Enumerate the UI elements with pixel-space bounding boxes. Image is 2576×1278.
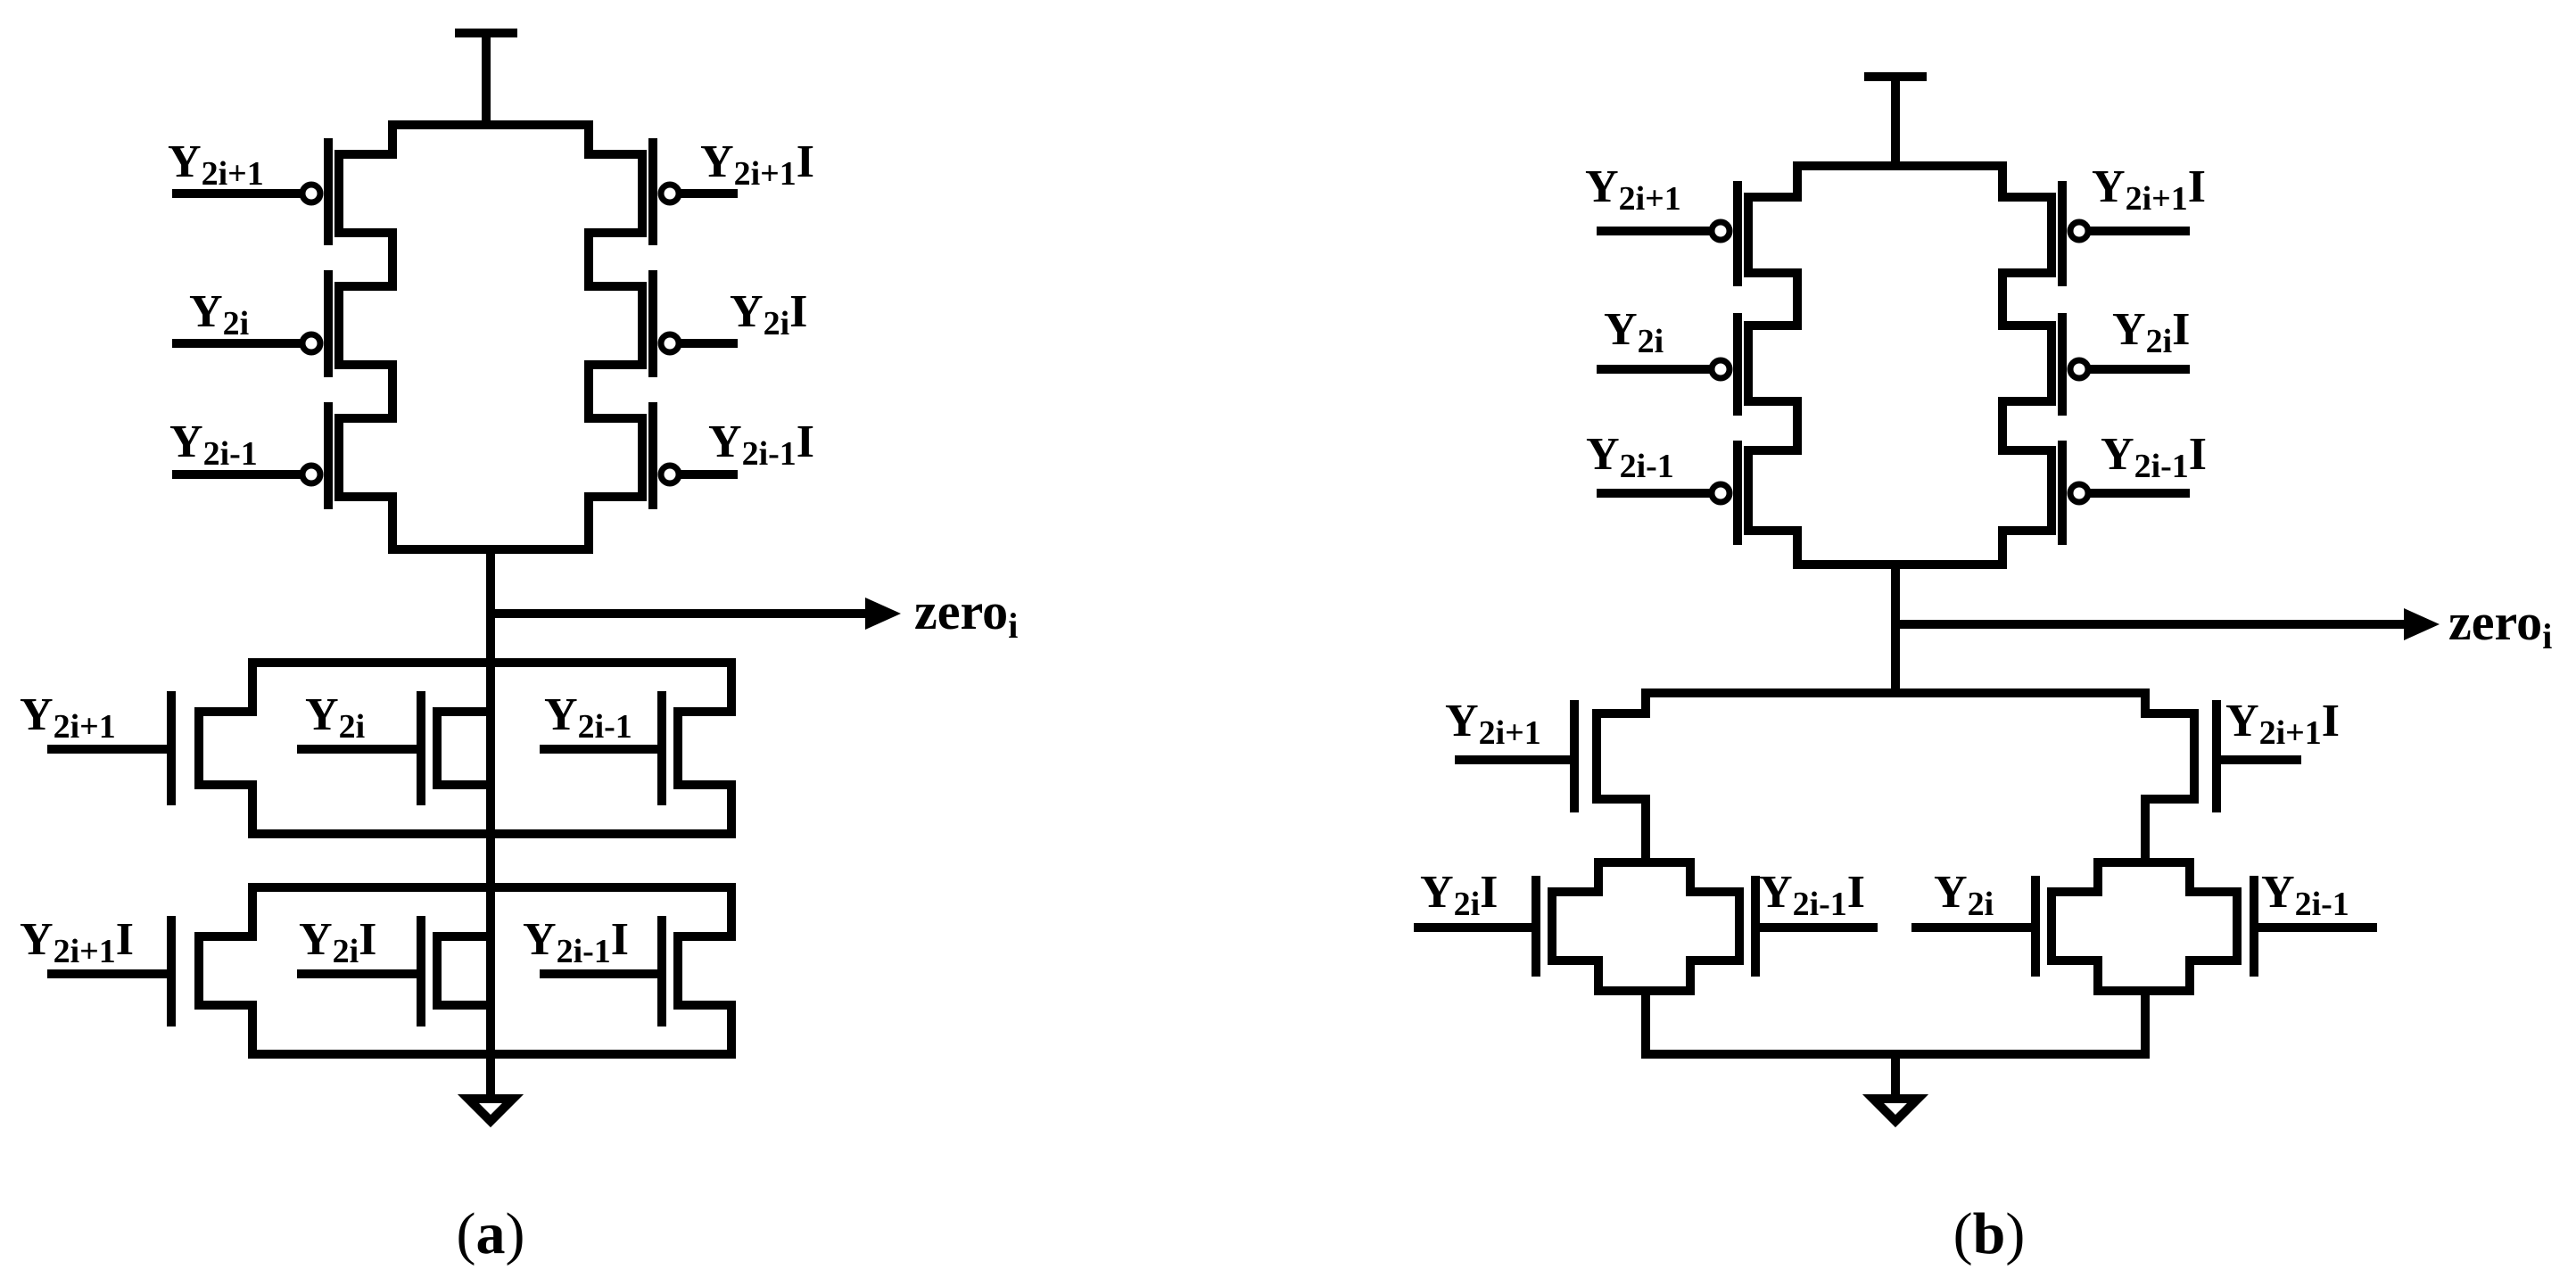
pmos-bubbles-b <box>1708 218 2092 506</box>
nmos-row2-a <box>47 883 736 1059</box>
nmos-lower-right-label-1-b: Y2i <box>1934 867 1994 923</box>
output-label-a: zeroi <box>914 582 1018 646</box>
pmos-bubbles-a <box>299 181 682 487</box>
nmos-row1-label-1-a: Y2i+1 <box>20 689 116 746</box>
nmos-row1-label-2-a: Y2i <box>305 689 365 746</box>
pmos-network-b <box>1597 161 2190 569</box>
nmos-upper-label-1-b: Y2i+1 <box>1445 696 1541 752</box>
ground-symbol-b <box>1862 1094 1929 1128</box>
vdd-symbol-b <box>1864 72 1927 170</box>
nmos-upper-b <box>1455 688 2301 867</box>
ground-symbol-a <box>457 1094 524 1128</box>
pmos-left-label-1-a: Y2i+1 <box>168 136 264 193</box>
nmos-lower-right-label-2-b: Y2i-1 <box>2261 867 2349 923</box>
nmos-row1-label-3-a: Y2i-1 <box>544 689 632 746</box>
pmos-left-label-2-b: Y2i <box>1604 304 1664 360</box>
labels-b: Y2i+1 Y2i Y2i-1 Y2i+1I Y2iI Y2i-1I zeroi… <box>1420 161 2552 1266</box>
pmos-right-label-3-a: Y2i-1I <box>708 416 814 473</box>
nmos-lower-right-b <box>1911 858 2377 1059</box>
bottom-rail-b <box>1641 1050 2150 1103</box>
caption-b: (b) <box>1953 1201 2026 1266</box>
labels-a: Y2i+1 Y2i Y2i-1 Y2i+1I Y2iI Y2i-1I zeroi… <box>20 136 1018 1266</box>
nmos-row2-label-3-a: Y2i-1I <box>523 914 629 970</box>
nmos-lower-left-b <box>1414 858 1878 1059</box>
nmos-lower-left-label-2-b: Y2i-1I <box>1759 867 1865 923</box>
nmos-upper-label-2-b: Y2i+1I <box>2225 696 2340 752</box>
pmos-right-label-1-a: Y2i+1I <box>700 136 814 193</box>
panel-a <box>47 29 901 1128</box>
pmos-right-label-2-a: Y2iI <box>730 286 807 342</box>
output-wire-b <box>1891 560 2413 697</box>
output-label-b: zeroi <box>2448 593 2552 656</box>
pmos-left-label-3-b: Y2i-1 <box>1586 429 1674 485</box>
output-arrowhead-a <box>865 598 901 630</box>
pmos-right-label-3-b: Y2i-1I <box>2101 429 2207 485</box>
caption-a: (a) <box>457 1201 525 1266</box>
nmos-row1-a <box>47 658 736 838</box>
vdd-symbol-a <box>455 29 517 129</box>
output-arrowhead-b <box>2404 608 2440 640</box>
pmos-left-label-1-b: Y2i+1 <box>1585 161 1681 218</box>
nmos-row2-label-1-a: Y2i+1I <box>20 914 134 970</box>
nmos-lower-left-label-1-b: Y2iI <box>1420 867 1498 923</box>
pmos-left-label-2-a: Y2i <box>189 286 249 342</box>
panel-b <box>1414 72 2440 1128</box>
output-wire-a <box>486 545 874 1103</box>
pmos-left-label-3-a: Y2i-1 <box>169 416 258 473</box>
pmos-right-label-1-b: Y2i+1I <box>2092 161 2206 218</box>
pmos-right-label-2-b: Y2iI <box>2112 304 2190 360</box>
nmos-row2-label-2-a: Y2iI <box>299 914 376 970</box>
